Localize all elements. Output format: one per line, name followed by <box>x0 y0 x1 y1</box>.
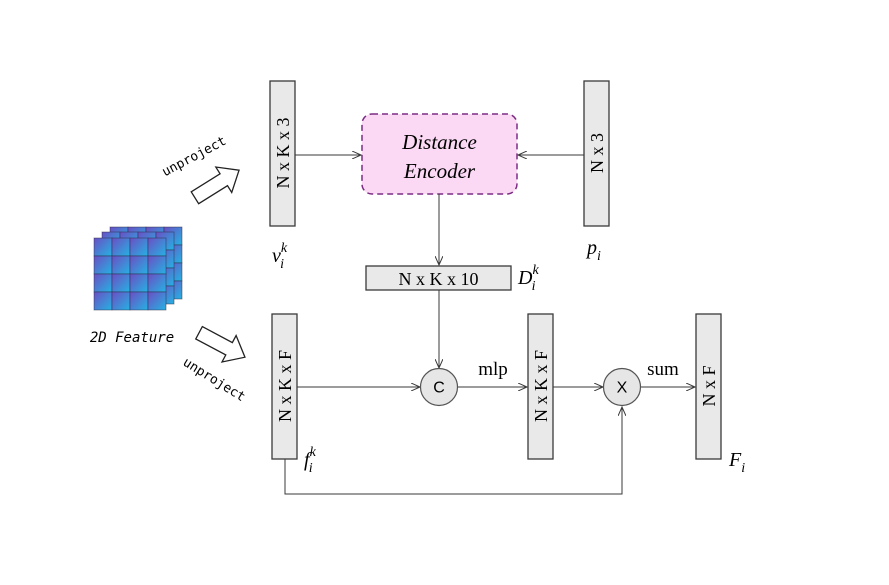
mlp-tensor-box <box>527 313 554 460</box>
feature-cell <box>93 237 113 257</box>
unproject-arrow-top-icon <box>190 166 240 205</box>
feature-cell <box>93 291 113 311</box>
mlp-edge-label: mlp <box>478 359 508 380</box>
f-tensor-shape: N x K x F <box>275 350 295 422</box>
output-tensor-shape: N x F <box>699 365 719 406</box>
multiply-node <box>602 367 642 407</box>
p-tensor-shape: N x 3 <box>587 133 607 173</box>
feature-cell <box>147 237 167 257</box>
feature-layer-front <box>93 237 167 311</box>
d-tensor-shape: N x K x 10 <box>399 269 479 289</box>
multiply-symbol: X <box>617 380 628 397</box>
F-label: Fi <box>728 449 745 476</box>
feature-cell <box>129 273 149 293</box>
v-tensor-box <box>269 80 296 227</box>
unproject-bottom-label: unproject <box>180 355 248 405</box>
feature-cell <box>129 237 149 257</box>
feature-cell <box>129 255 149 275</box>
mlp-tensor-shape: N x K x F <box>531 350 551 422</box>
encoder-title-line2: Encoder <box>403 159 476 183</box>
unproject-arrow-bottom-icon <box>194 325 246 363</box>
feature-cell <box>147 291 167 311</box>
v-tensor-shape: N x K x 3 <box>273 118 293 189</box>
feature-cell <box>129 291 149 311</box>
sum-edge-label: sum <box>647 359 679 380</box>
feature-cell <box>147 273 167 293</box>
output-tensor-box <box>695 313 722 460</box>
p-label: pi <box>585 237 601 264</box>
feature-stack-icon <box>93 226 183 311</box>
d-tensor-box <box>365 265 512 291</box>
feature-cell <box>111 273 131 293</box>
concat-node <box>419 367 459 407</box>
unproject-top-label: unproject <box>160 134 229 180</box>
feature-label: 2D Feature <box>90 330 174 346</box>
concat-symbol: C <box>433 380 445 397</box>
edge-f-skip-to-multiply <box>284 407 622 495</box>
feature-cell <box>111 237 131 257</box>
feature-cell <box>111 291 131 311</box>
encoder-title-line1: Distance <box>401 130 477 154</box>
feature-cell <box>93 273 113 293</box>
p-tensor-box <box>583 80 610 227</box>
feature-cell <box>147 255 167 275</box>
feature-cell <box>93 255 113 275</box>
feature-cell <box>111 255 131 275</box>
